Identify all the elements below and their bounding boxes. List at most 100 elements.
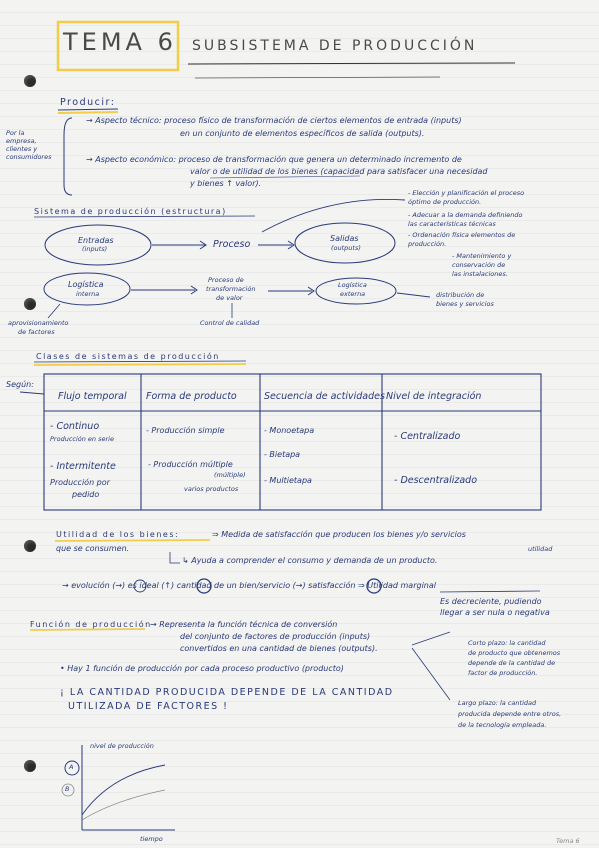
side-note: clientes y [6, 145, 38, 153]
table-cell: varios productos [184, 485, 239, 493]
utilidad-line: → evolución (→) es ideal (↑) cantidad de… [62, 581, 436, 590]
distribucion-note: distribución de [436, 291, 485, 299]
arrow [411, 631, 451, 646]
table-cell: - Descentralizado [394, 475, 478, 486]
corto-plazo-note: Corto plazo: la cantidad [468, 639, 546, 647]
arrow [396, 292, 431, 298]
graph-point-a: A [69, 763, 74, 771]
segun-label: Según: [6, 380, 34, 389]
table-cell: - Monoetapa [264, 426, 315, 435]
heading-highlight [57, 111, 119, 114]
table-cell: (múltiple) [214, 471, 246, 479]
column-header: Secuencia de actividades [264, 391, 385, 402]
proceso-transformacion: Proceso de [208, 276, 244, 284]
punch-hole [24, 75, 36, 87]
sistema-heading: Sistema de producción (estructura) [34, 207, 227, 216]
arrow [169, 552, 180, 564]
sistema-side-note: las instalaciones. [452, 270, 508, 278]
funcion-line: convertidos en una cantidad de bienes (o… [180, 644, 378, 653]
tecnico-line: → Aspecto técnico: proceso físico de tra… [86, 116, 462, 125]
utilidad-line: ⇒ Medida de satisfacción que producen lo… [212, 530, 466, 539]
column-header: Forma de producto [146, 391, 237, 402]
title-underline [194, 76, 441, 79]
circle-mark [196, 578, 212, 594]
logistica-externa-label: Logística [338, 281, 367, 289]
clases-table-grid [43, 373, 542, 511]
logistica-interna-oval [43, 272, 131, 306]
largo-plazo-note: de la tecnología empleada. [458, 721, 547, 729]
utilidad-line: ↳ Ayuda a comprender el consumo y demand… [182, 556, 438, 565]
producir-heading: Producir: [60, 97, 116, 108]
funcion-line: • Hay 1 función de producción por cada p… [60, 664, 344, 673]
table-cell: - Bietapa [264, 450, 301, 459]
graph-point-b: B [65, 785, 70, 793]
side-note: consumidores [6, 153, 52, 161]
tecnico-line: en un conjunto de elementos específicos … [180, 129, 425, 138]
salidas-sub: (outputs) [331, 244, 361, 252]
proceso-transformacion: transformación [206, 285, 256, 293]
sistema-side-note: - Mantenimiento y [452, 252, 512, 260]
subject-title: SUBSISTEMA DE PRODUCCIÓN [192, 38, 478, 54]
proceso-label: Proceso [213, 239, 251, 250]
funcion-emphasis: ¡ LA CANTIDAD PRODUCIDA DEPENDE DE LA CA… [60, 687, 394, 698]
arrow-head [287, 240, 295, 250]
heading-highlight [54, 539, 211, 542]
title-underline [187, 62, 516, 65]
table-cell: - Centralizado [394, 431, 461, 442]
column-header: Flujo temporal [58, 391, 127, 402]
underline [209, 175, 361, 179]
distribucion-note: bienes y servicios [436, 300, 494, 308]
control-calidad-note: Control de calidad [200, 319, 260, 327]
graph-ylabel: nivel de producción [90, 742, 154, 750]
corto-plazo-note: factor de producción. [468, 669, 538, 677]
graph-xlabel: tiempo [140, 835, 163, 843]
arrow-head [190, 285, 198, 295]
largo-plazo-note: producida depende entre otros, [458, 710, 562, 718]
side-note: Por la [6, 129, 25, 137]
bracket [63, 117, 73, 196]
footer-note: Tema 6 [556, 837, 580, 845]
funcion-line: → Representa la función técnica de conve… [150, 620, 338, 629]
clases-heading: Clases de sistemas de producción [36, 352, 220, 361]
salidas-oval [294, 222, 396, 264]
arrow-head [199, 240, 207, 250]
utilidad-heading: Utilidad de los bienes: [56, 530, 180, 539]
utilidad-line: que se consumen. [56, 544, 130, 553]
sistema-side-note: óptimo de producción. [408, 198, 482, 206]
table-cell: - Intermitente [50, 461, 116, 472]
corto-plazo-note: de producto que obtenemos [468, 649, 561, 657]
punch-hole [24, 298, 36, 310]
table-cell: - Continuo [50, 421, 100, 432]
economico-line: valor o de utilidad de los bienes (capac… [190, 167, 488, 176]
aprovisionamiento-note: de factores [18, 328, 55, 336]
logistica-externa-sub: externa [340, 290, 366, 298]
economico-line: y bienes ↑ valor). [190, 179, 262, 188]
sistema-side-note: las características técnicas [408, 220, 496, 228]
entradas-label: Entradas [78, 236, 114, 245]
heading-underline [33, 215, 256, 218]
heading-highlight [29, 628, 146, 631]
production-graph [61, 745, 175, 831]
punch-hole [24, 540, 36, 552]
salidas-label: Salidas [330, 234, 359, 243]
economico-line: → Aspecto económico: proceso de transfor… [86, 155, 462, 164]
entradas-oval [44, 224, 152, 266]
table-cell: Producción en serie [50, 435, 114, 443]
segun-arrow [19, 391, 45, 395]
sistema-side-note: - Adecuar a la demanda definiendo [408, 211, 523, 219]
side-note: empresa, [6, 137, 37, 145]
arrow [47, 303, 61, 319]
table-cell: pedido [72, 490, 100, 499]
logistica-externa-oval [315, 277, 397, 305]
underline [439, 590, 541, 593]
corto-plazo-note: depende de la cantidad de [468, 659, 556, 667]
proceso-transformacion: de valor [216, 294, 243, 302]
utilidad-box-line: Es decreciente, pudiendo [440, 597, 542, 606]
logistica-interna-label: Logística [68, 280, 104, 289]
arrow-head [307, 286, 315, 296]
table-cell: Producción por [50, 478, 110, 487]
table-cell: - Multietapa [264, 476, 312, 485]
table-cell: - Producción simple [146, 426, 225, 435]
circle-mark [366, 578, 382, 594]
